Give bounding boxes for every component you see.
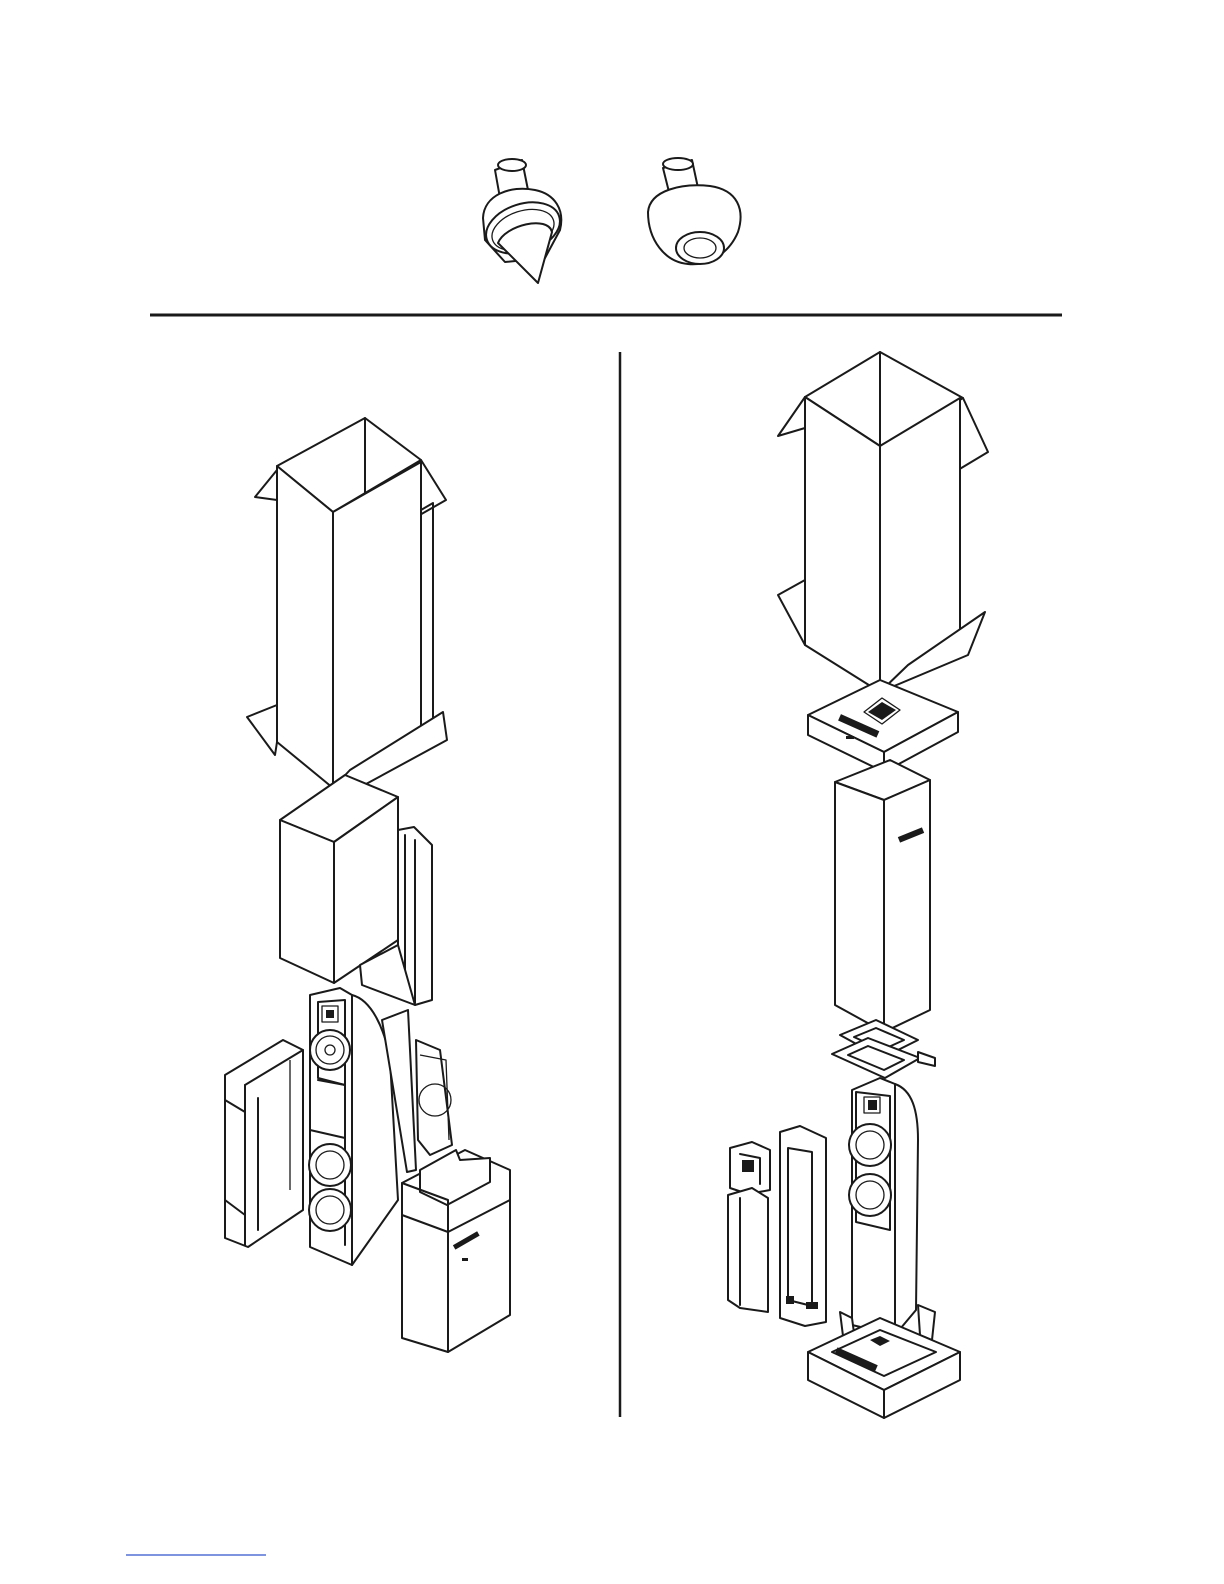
- right-speaker: [840, 1078, 935, 1360]
- right-grille-frame: [780, 1126, 826, 1326]
- left-base-foam: [402, 1150, 510, 1352]
- spike-with-cap: [648, 158, 741, 264]
- right-small-grille: [730, 1142, 770, 1194]
- right-outer-carton: [778, 352, 988, 692]
- right-base-foam: [808, 1318, 960, 1418]
- right-bottom-foam-frame: [832, 1020, 935, 1078]
- right-long-grille: [728, 1188, 768, 1312]
- right-inner-sleeve: [835, 760, 930, 1032]
- right-top-foam-cap: [808, 680, 958, 772]
- left-outer-carton: [247, 418, 447, 790]
- left-side-foam: [225, 1040, 303, 1247]
- spike-with-point: [479, 159, 566, 283]
- left-inner-sleeve: [280, 775, 398, 983]
